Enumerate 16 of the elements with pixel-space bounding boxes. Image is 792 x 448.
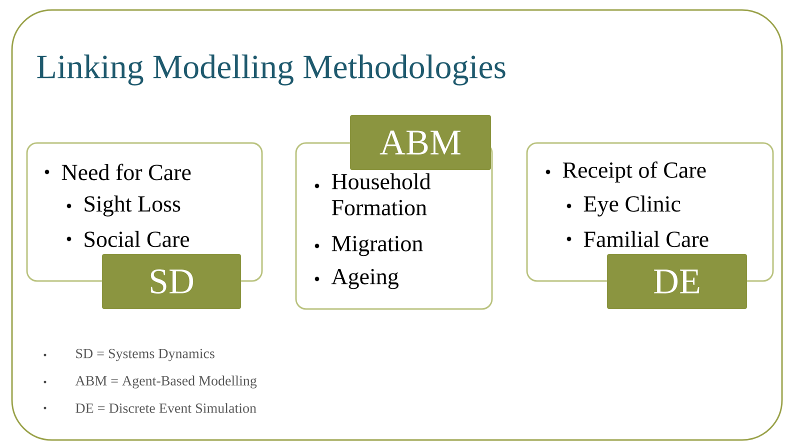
label-tag: DE: [607, 254, 747, 309]
bullet-item: Ageing: [331, 268, 398, 290]
bullet-item: Sight Loss: [84, 196, 180, 216]
definition-text: ABM = Agent-Based Modelling: [75, 376, 257, 388]
bullet-item: Social Care: [84, 230, 190, 248]
definition-text: DE = Discrete Event Simulation: [76, 403, 256, 413]
label-tag: ABM: [350, 115, 491, 170]
bullet-item: Eye Clinic: [584, 196, 680, 216]
bullet-item: Migration: [332, 236, 423, 256]
bullet-item: Familial Care: [584, 230, 708, 248]
definition-text: SD = Systems Dynamics: [76, 348, 214, 362]
bullet-item: Need for Care: [62, 164, 191, 180]
label-tag: SD: [102, 254, 241, 309]
bullet-item: Receipt of Care: [562, 161, 706, 183]
title: Linking Modelling Methodologies: [37, 54, 506, 86]
bullet-item: Household Formation: [332, 173, 431, 216]
